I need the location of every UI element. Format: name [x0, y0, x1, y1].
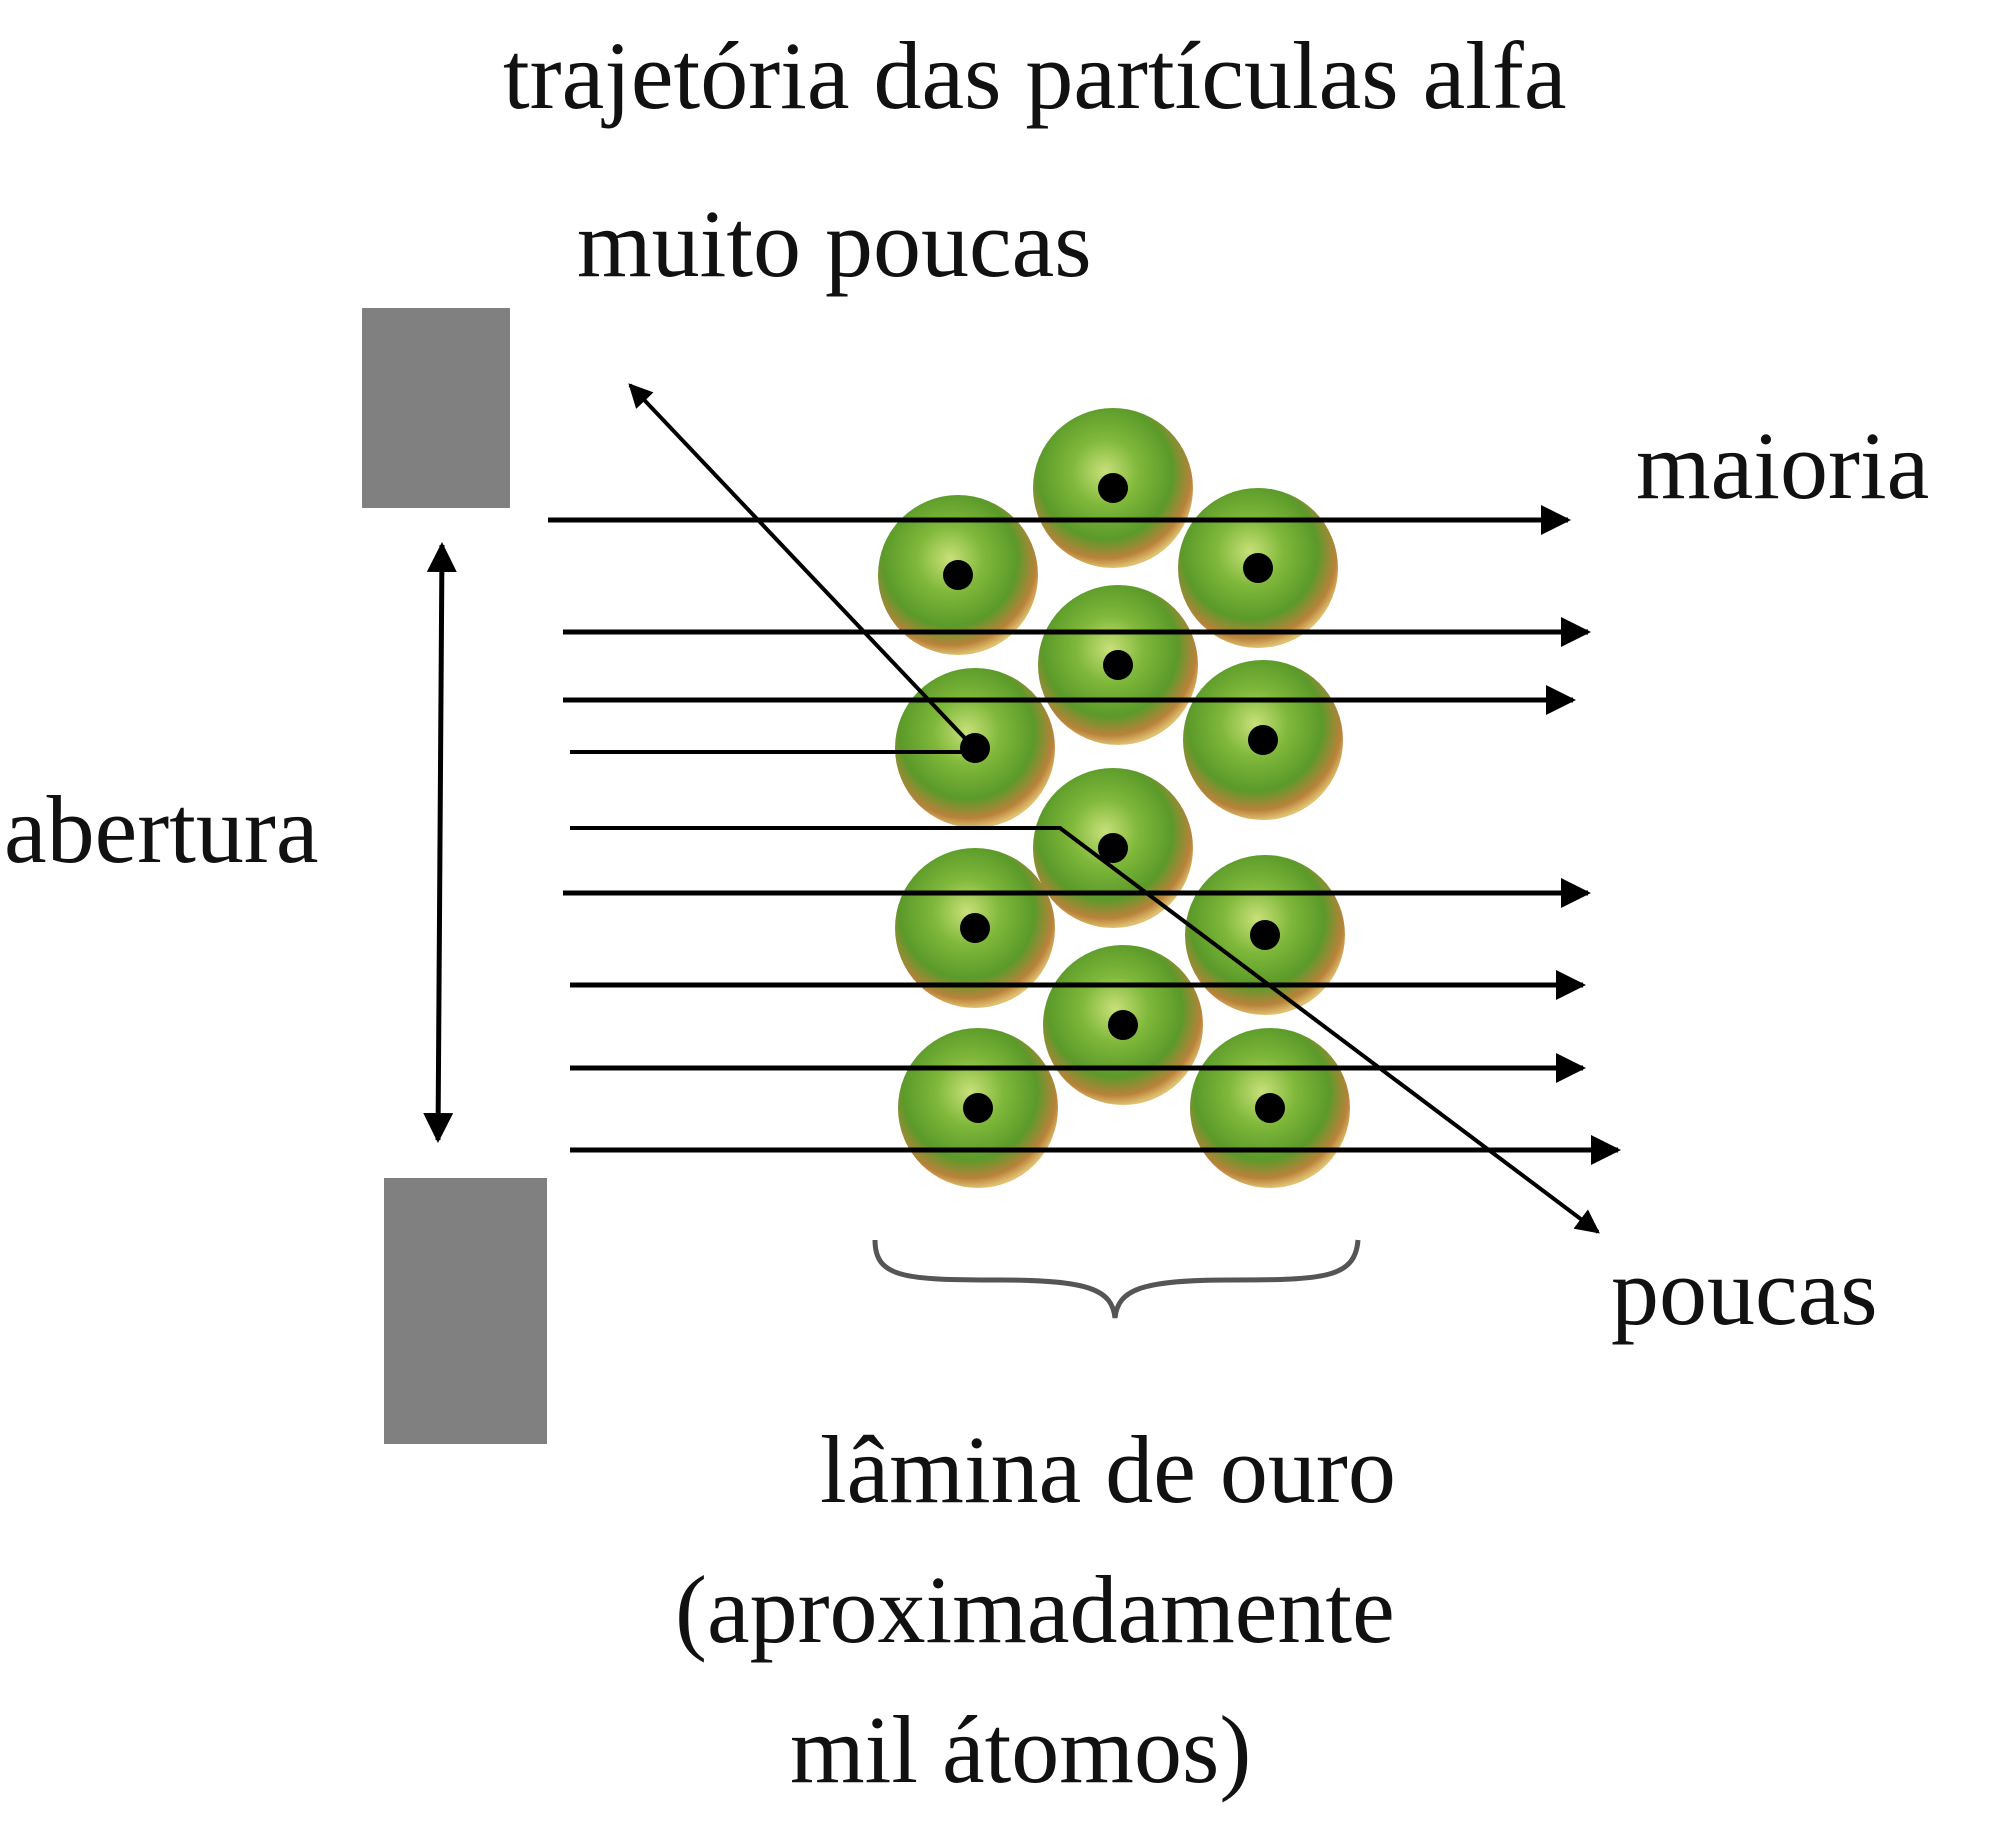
- diagram-title: trajetória das partículas alfa: [503, 22, 1567, 129]
- label-poucas: poucas: [1611, 1238, 1878, 1345]
- atom: [1038, 585, 1198, 745]
- aperture-block-bottom: [384, 1178, 547, 1444]
- straight-trajectories: [548, 505, 1621, 1165]
- atom: [1185, 855, 1345, 1015]
- atom: [1043, 945, 1203, 1105]
- atom: [898, 1028, 1058, 1188]
- aperture-double-arrow: [423, 542, 457, 1143]
- label-lamina-line1: lâmina de ouro: [820, 1416, 1396, 1523]
- atom: [1190, 1028, 1350, 1188]
- atom: [1033, 768, 1193, 928]
- label-maioria: maioria: [1636, 412, 1930, 519]
- label-lamina-line2: (aproximadamente: [675, 1556, 1395, 1663]
- foil-brace: [872, 1239, 1361, 1319]
- atom: [1033, 408, 1193, 568]
- atom: [1178, 488, 1338, 648]
- nucleus: [1250, 920, 1280, 950]
- aperture-block-top: [362, 308, 510, 508]
- label-lamina-line3: mil átomos): [790, 1696, 1252, 1803]
- trajectory-backscattered: [570, 383, 983, 754]
- atom: [1183, 660, 1343, 820]
- nucleus: [1248, 725, 1278, 755]
- label-muito-poucas: muito poucas: [577, 190, 1092, 297]
- atom: [895, 848, 1055, 1008]
- trajectory-deflected: [570, 826, 1600, 1234]
- atom: [878, 495, 1038, 655]
- gold-foil-atoms: [878, 408, 1350, 1188]
- nucleus: [1243, 553, 1273, 583]
- nucleus: [1108, 1010, 1138, 1040]
- nucleus: [943, 560, 973, 590]
- nucleus: [1255, 1093, 1285, 1123]
- label-abertura: abertura: [4, 776, 319, 883]
- nucleus: [963, 1093, 993, 1123]
- nucleus: [1098, 833, 1128, 863]
- nucleus: [1098, 473, 1128, 503]
- nucleus: [960, 913, 990, 943]
- nucleus: [1103, 650, 1133, 680]
